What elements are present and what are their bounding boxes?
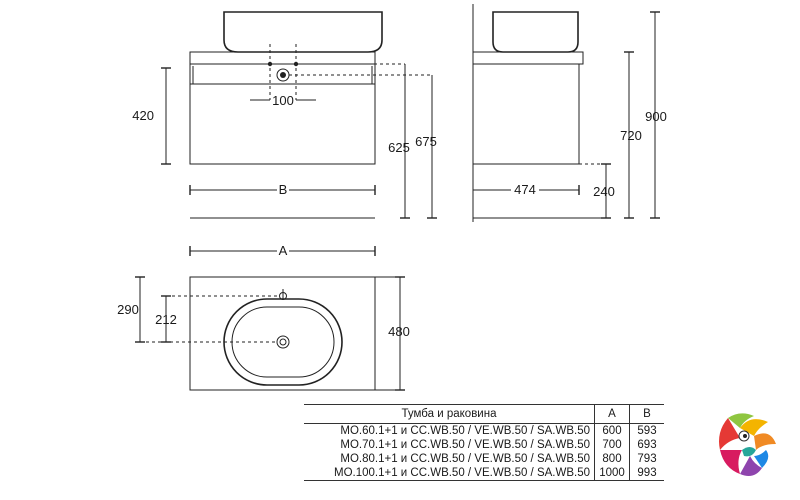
row-a: 600 [594, 423, 630, 438]
spec-table: Тумба и раковина A B MO.60.1+1 и CC.WB.5… [304, 404, 664, 481]
row-b: 993 [629, 466, 664, 481]
dim-label-420: 420 [132, 108, 154, 123]
dim-474-label-bg [511, 182, 539, 196]
dim-label-675: 675 [415, 134, 437, 149]
table-row: MO.60.1+1 и CC.WB.50 / VE.WB.50 / SA.WB.… [304, 423, 664, 438]
dim-label-480: 480 [388, 324, 410, 339]
row-b: 593 [629, 423, 664, 438]
table-row: MO.70.1+1 и CC.WB.50 / VE.WB.50 / SA.WB.… [304, 438, 664, 452]
dim-a-label-bg [277, 243, 289, 257]
logo-leaf-purple [740, 456, 762, 476]
dim-label-290: 290 [117, 302, 139, 317]
cabinet-side [472, 63, 580, 165]
row-b: 693 [629, 438, 664, 452]
basin-side-outline [492, 11, 579, 53]
dim-label-900: 900 [645, 109, 667, 124]
row-name: MO.100.1+1 и CC.WB.50 / VE.WB.50 / SA.WB… [304, 466, 595, 481]
logo-pupil [743, 434, 747, 438]
drain-inner [280, 72, 286, 78]
header-a: A [594, 404, 630, 424]
table-row: MO.100.1+1 и CC.WB.50 / VE.WB.50 / SA.WB… [304, 466, 664, 481]
countertop-side [472, 51, 584, 65]
logo-leaf-magenta [720, 450, 742, 474]
dim-label-b: B [279, 182, 288, 197]
dim-label-474: 474 [514, 182, 536, 197]
dim-b-label-bg [277, 182, 289, 196]
dim-label-a: A [279, 243, 288, 258]
drain-top-outer [276, 335, 290, 349]
dim-label-240: 240 [593, 184, 615, 199]
basin-front-outline [223, 11, 383, 53]
countertop-top [189, 276, 376, 391]
top-view: A 290 212 480 [117, 243, 410, 391]
table-header-row: Тумба и раковина A B [304, 404, 664, 424]
row-a: 700 [594, 438, 630, 452]
cabinet-front [189, 63, 376, 165]
drain-top-inner [279, 338, 287, 346]
header-b: B [629, 404, 664, 424]
header-name: Тумба и раковина [304, 404, 595, 424]
logo-leaf-teal [742, 447, 756, 457]
side-view: 474 240 720 900 [472, 4, 667, 222]
row-a: 800 [594, 452, 630, 466]
row-name: MO.60.1+1 и CC.WB.50 / VE.WB.50 / SA.WB.… [340, 425, 590, 437]
row-name: MO.80.1+1 и CC.WB.50 / VE.WB.50 / SA.WB.… [340, 453, 590, 465]
dim-label-100: 100 [272, 93, 294, 108]
logo-leaf-orange [754, 433, 776, 450]
table-row: MO.80.1+1 и CC.WB.50 / VE.WB.50 / SA.WB.… [304, 452, 664, 466]
dim-label-212: 212 [155, 312, 177, 327]
row-b: 793 [629, 452, 664, 466]
countertop-front [189, 51, 376, 65]
logo-leaf-red [719, 418, 740, 450]
front-view: 100 420 625 675 B [132, 11, 437, 219]
row-a: 1000 [594, 466, 630, 481]
dim-label-625: 625 [388, 140, 410, 155]
chameleon-logo-icon [719, 413, 776, 476]
basin-inner-oval [231, 306, 335, 378]
row-name: MO.70.1+1 и CC.WB.50 / VE.WB.50 / SA.WB.… [340, 439, 590, 451]
basin-outer-oval [223, 298, 343, 386]
dim-label-720: 720 [620, 128, 642, 143]
logo-leaf-blue [754, 450, 769, 468]
logo-leaf-green [728, 413, 754, 428]
